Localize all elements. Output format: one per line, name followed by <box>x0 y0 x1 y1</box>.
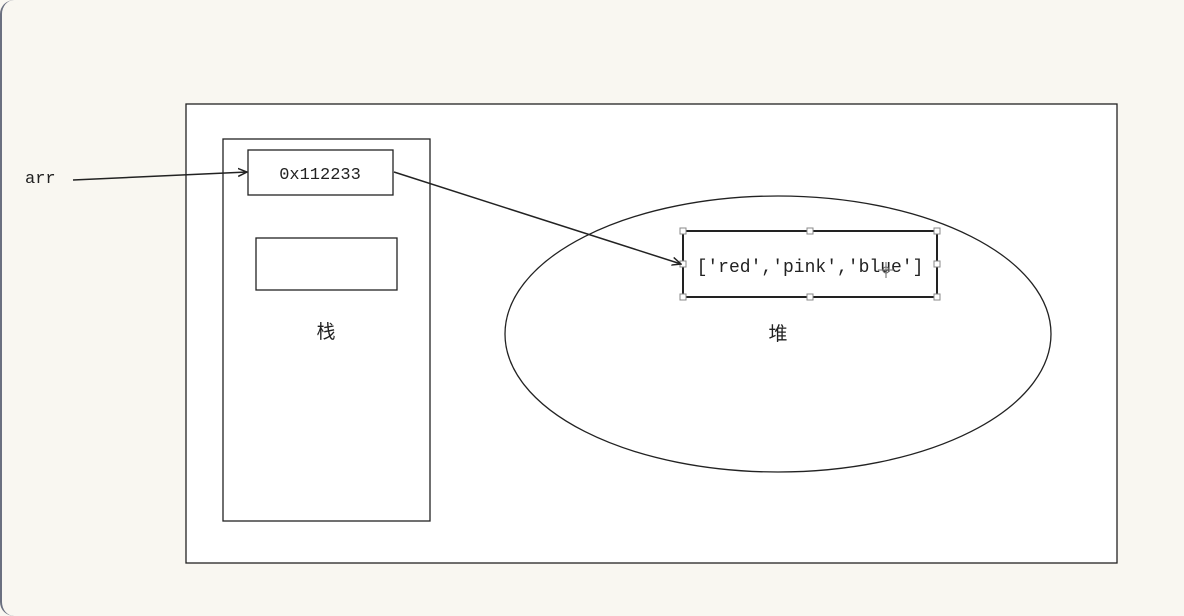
heap-array-text: ['red','pink','blue'] <box>697 258 924 278</box>
arrow-var-to-stack <box>72 172 247 181</box>
canvas-area <box>185 103 1118 564</box>
stack-label: 栈 <box>316 321 335 343</box>
variable-label: arr <box>25 170 56 189</box>
stack-cell-empty[interactable] <box>255 237 398 291</box>
selection-handles[interactable] <box>679 227 941 301</box>
arrow-stack-to-heap <box>393 171 681 264</box>
heap-label: 堆 <box>768 323 787 345</box>
heap-region[interactable] <box>504 195 1052 473</box>
move-cursor-icon <box>878 262 894 278</box>
stack-address-text: 0x112233 <box>279 166 361 185</box>
stack-region[interactable] <box>222 138 431 522</box>
